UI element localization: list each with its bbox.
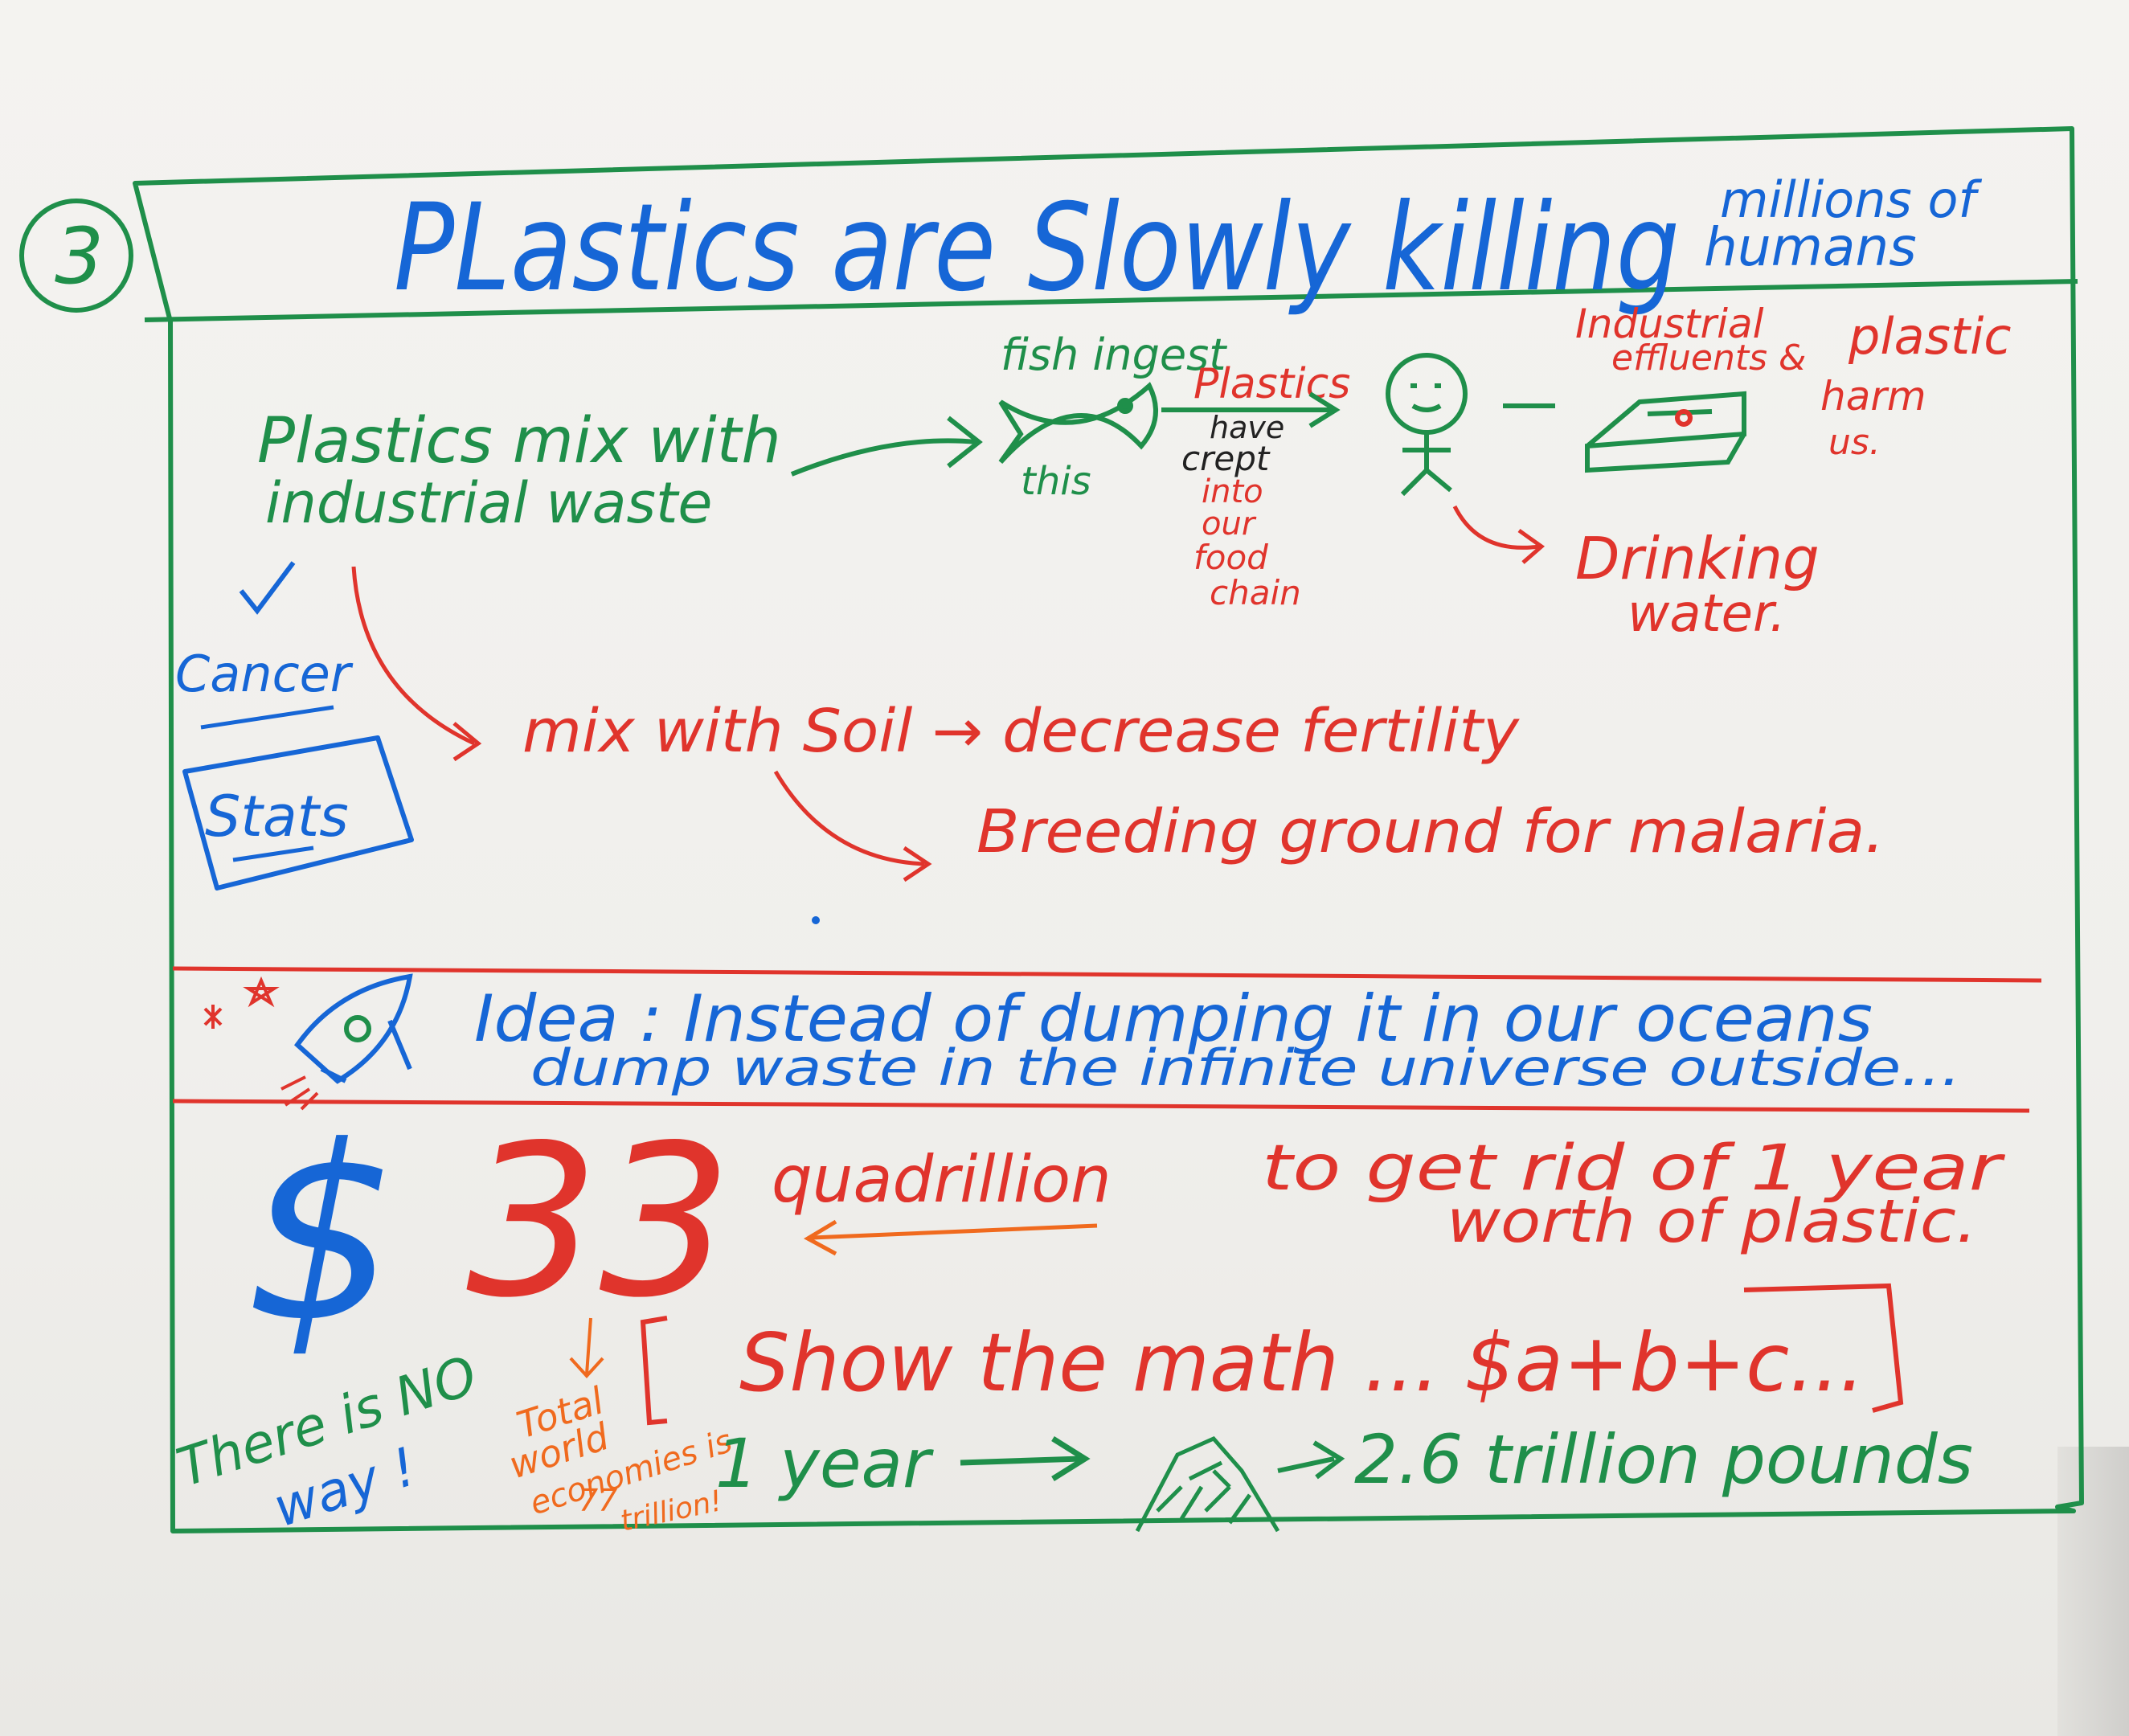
title-side-2: humans <box>1704 216 1917 278</box>
note-number: 3 <box>55 211 104 301</box>
title-side-1: millions of <box>1720 170 1982 229</box>
malaria-text: Breeding ground for malaria. <box>976 797 1885 866</box>
pounds-label: 2.6 trillion pounds <box>1354 1420 1973 1499</box>
quadrillion-arrowhead <box>803 1219 837 1256</box>
food-chain-4: our <box>1202 506 1257 542</box>
food-chain-2: crept <box>1181 439 1271 478</box>
bracket-left <box>640 1316 668 1426</box>
arrow-to-pounds-head <box>1312 1440 1345 1480</box>
arrow-to-malaria-head <box>903 845 932 882</box>
drinking-label-1: Drinking <box>1575 525 1820 592</box>
arrow-to-fish <box>790 438 977 477</box>
arrow-to-fish-head <box>947 416 983 469</box>
bracket-right <box>1743 1283 1904 1413</box>
fish-drawing <box>998 382 1158 465</box>
stars-doodle <box>203 976 280 1029</box>
number-circle <box>19 199 133 313</box>
fish-top-label: fish ingest <box>1001 330 1227 380</box>
idea-top-divider <box>172 966 2042 983</box>
cancer-label: Cancer <box>175 645 354 703</box>
left-text-1: Plastics mix with <box>257 405 781 477</box>
arrow-to-pounds <box>1277 1456 1335 1473</box>
industrial-label-1: Industrial <box>1575 301 1764 347</box>
rid-text-2: worth of plastic. <box>1447 1187 1977 1256</box>
plastic-pile-icon <box>1135 1435 1280 1533</box>
person-drawing <box>1386 353 1468 497</box>
total-label-4: 77 <box>579 1483 617 1518</box>
show-math-text: Show the math ... $a+b+c... <box>739 1316 1865 1410</box>
title-main: PLastics are Slowly killing <box>394 178 1680 318</box>
rid-text-1: to get rid of 1 year <box>1262 1132 2006 1205</box>
food-chain-5: food <box>1193 538 1268 577</box>
outer-frame <box>133 126 2084 1533</box>
dollar-sign: $ <box>245 1095 399 1375</box>
food-chain-1: have <box>1210 410 1284 445</box>
stats-box <box>182 735 414 891</box>
idea-line-1: Idea : Instead of dumping it in our ocea… <box>474 981 1873 1056</box>
rocket-icon <box>294 973 413 1084</box>
arrow-to-water <box>1452 505 1540 550</box>
drinking-label-2: water. <box>1627 584 1786 644</box>
left-text-2: industrial waste <box>265 470 712 536</box>
cancer-underline <box>200 705 334 730</box>
arrow-to-soil-head <box>452 722 482 762</box>
plastic-harm-3: us. <box>1828 422 1881 463</box>
arrow-to-pile-head <box>1051 1436 1091 1481</box>
industrial-drawing <box>1585 391 1746 473</box>
quadrillion-label: quadrillion <box>772 1142 1112 1217</box>
quadrillion-underline <box>811 1223 1098 1240</box>
food-chain-3: into <box>1202 473 1263 510</box>
stats-label: Stats <box>205 784 349 850</box>
industrial-label-2: effluents & <box>1611 338 1806 379</box>
arrow-to-person-head <box>1308 391 1341 428</box>
soil-text: mix with Soil → decrease fertility <box>522 697 1520 766</box>
table-edge <box>2057 1447 2129 1736</box>
rocket-flame <box>280 1075 319 1111</box>
fish-bottom-label: this <box>1021 459 1091 504</box>
arrow-to-soil <box>351 566 476 746</box>
title-divider <box>144 279 2078 322</box>
one-year-label: 1 year <box>715 1424 934 1503</box>
arrow-to-water-head <box>1517 528 1546 564</box>
idea-bottom-divider <box>172 1099 2030 1113</box>
plastic-harm-1: plastic <box>1848 307 2012 366</box>
arrow-to-malaria <box>773 770 925 866</box>
big-number: 33 <box>466 1101 732 1344</box>
arrow-to-pile <box>960 1456 1082 1466</box>
plastics-label: Plastics <box>1193 360 1350 408</box>
plastic-harm-2: harm <box>1820 373 1926 420</box>
check-mark <box>239 561 296 615</box>
idea-line-2: dump waste in the infinite universe outs… <box>530 1038 1961 1097</box>
food-chain-6: chain <box>1210 573 1301 612</box>
stats-underline <box>232 845 314 862</box>
stray-dot <box>812 916 820 924</box>
total-arrow <box>569 1317 604 1378</box>
total-label-5: trillion! <box>617 1484 725 1538</box>
